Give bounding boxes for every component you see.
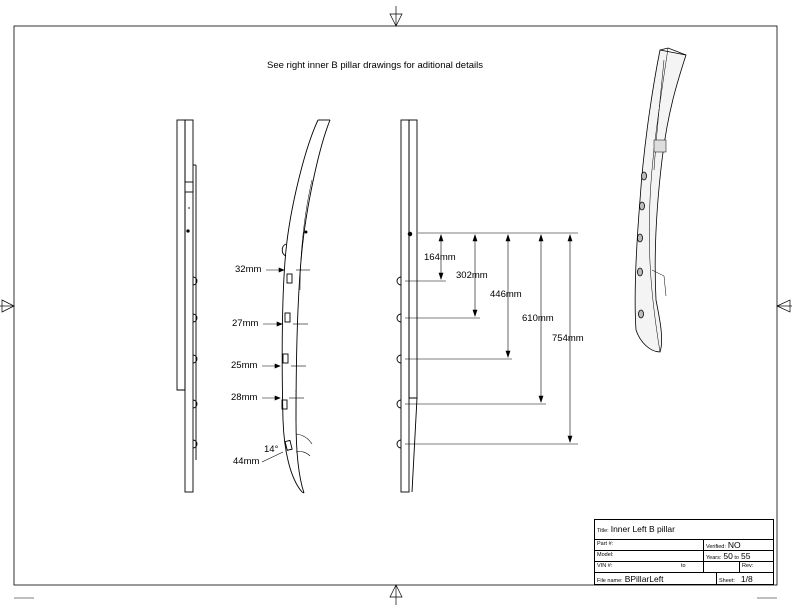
years-to-label: to xyxy=(734,555,739,561)
title-block: Title:Inner Left B pillar Part #: Verifi… xyxy=(594,519,774,585)
dimension-label: 610mm xyxy=(522,313,554,324)
sheet-value: 1/8 xyxy=(740,574,753,584)
drawing-note: See right inner B pillar drawings for ad… xyxy=(267,60,483,71)
file-name: BPillarLeft xyxy=(624,574,664,584)
drawing-border xyxy=(13,25,778,586)
dimension-label: 27mm xyxy=(232,318,259,329)
centering-mark-right xyxy=(776,299,792,313)
part-label: Part #: xyxy=(597,541,614,547)
front-dimension-lines xyxy=(405,232,578,445)
title-label: Title: xyxy=(597,528,609,534)
title-row: Title:Inner Left B pillar xyxy=(595,520,773,540)
file-label: File name: xyxy=(597,578,623,584)
year-to: 55 xyxy=(741,551,751,561)
year-from: 50 xyxy=(723,551,733,561)
pillar-side-profile xyxy=(281,119,331,494)
pillar-isometric-view xyxy=(634,47,687,353)
years-label: Years: xyxy=(706,555,722,561)
dimension-label: 754mm xyxy=(552,333,584,344)
part-row: Part #: Verified:NO xyxy=(595,540,773,551)
dimension-label: 302mm xyxy=(456,270,488,281)
verified-value: NO xyxy=(727,540,741,550)
pillar-edge-view xyxy=(176,119,198,493)
model-label: Model: xyxy=(597,552,614,558)
file-row: File name:BPillarLeft Sheet: 1/8 xyxy=(595,573,773,584)
vin-to-label: to xyxy=(681,563,686,569)
centering-mark-bottom xyxy=(389,584,403,605)
dimension-label: 25mm xyxy=(231,360,258,371)
side-dimension-leaders xyxy=(261,267,313,463)
sheet-label: Sheet: xyxy=(719,578,735,584)
verified-label: Verified: xyxy=(706,544,726,550)
dimension-label: 164mm xyxy=(424,252,456,263)
dimension-label: 28mm xyxy=(231,392,258,403)
dimension-label: 446mm xyxy=(490,289,522,300)
pillar-front-view xyxy=(396,119,418,493)
rev-label: Rev: xyxy=(742,563,754,569)
dimension-label: 44mm xyxy=(233,456,260,467)
drawing-title: Inner Left B pillar xyxy=(610,524,675,534)
vin-row: VIN #: to Rev: xyxy=(595,562,773,573)
angle-label: 14° xyxy=(264,444,279,455)
centering-mark-left xyxy=(0,299,15,313)
dimension-label: 32mm xyxy=(235,264,262,275)
centering-mark-top xyxy=(389,6,403,27)
vin-label: VIN #: xyxy=(597,563,613,569)
